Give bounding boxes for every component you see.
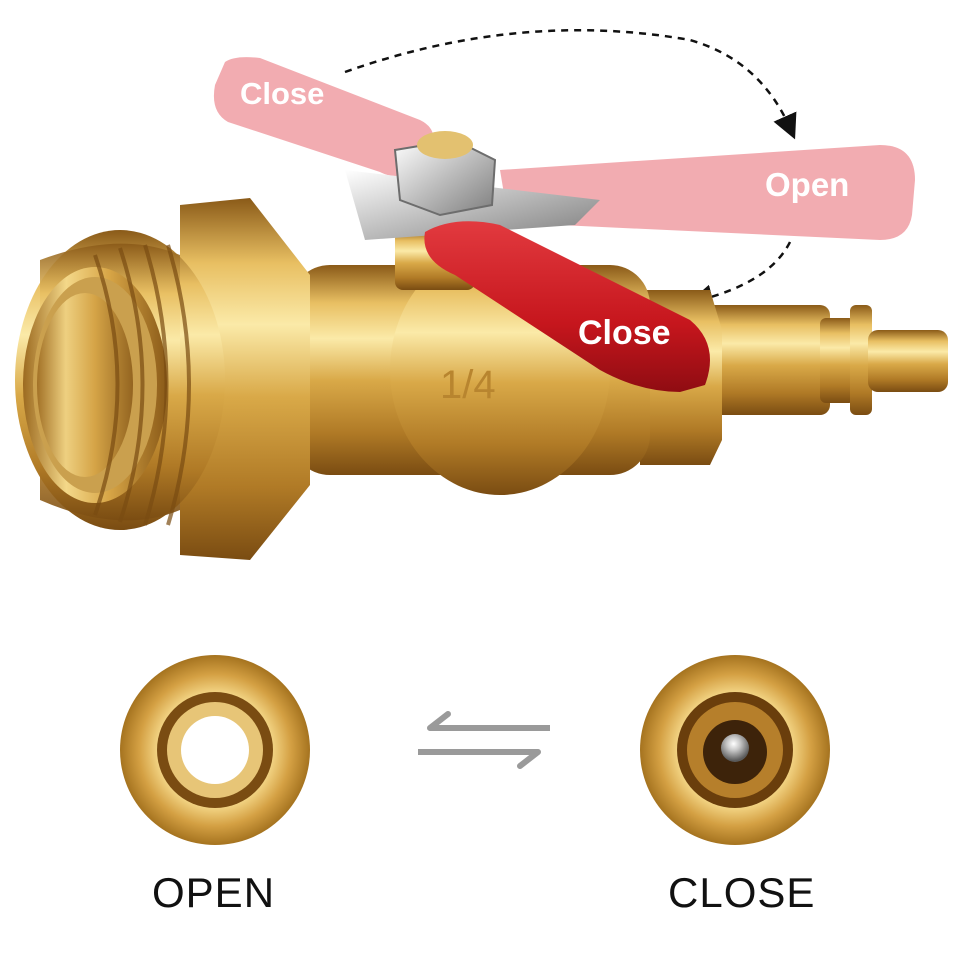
size-mark: 1/4 (440, 363, 496, 407)
exchange-arrows-icon (418, 711, 550, 769)
valve-nut (345, 131, 600, 240)
ghost-open-label: Open (765, 166, 850, 203)
ghost-handle-close (213, 57, 434, 176)
ghost-handle-open (500, 145, 915, 240)
close-caption: CLOSE (668, 869, 816, 916)
quick-connect-plug (700, 305, 948, 415)
open-caption: OPEN (152, 869, 276, 916)
left-hose-fitting (15, 198, 310, 560)
red-close-label: Close (578, 314, 671, 352)
open-port-illustration (120, 655, 310, 845)
red-handle (424, 221, 710, 392)
dashed-rotation-arrow-icon (687, 241, 792, 309)
ghost-close-label: Close (240, 76, 325, 111)
closed-port-illustration (640, 655, 830, 845)
dashed-rotation-arrow-icon (344, 28, 797, 140)
